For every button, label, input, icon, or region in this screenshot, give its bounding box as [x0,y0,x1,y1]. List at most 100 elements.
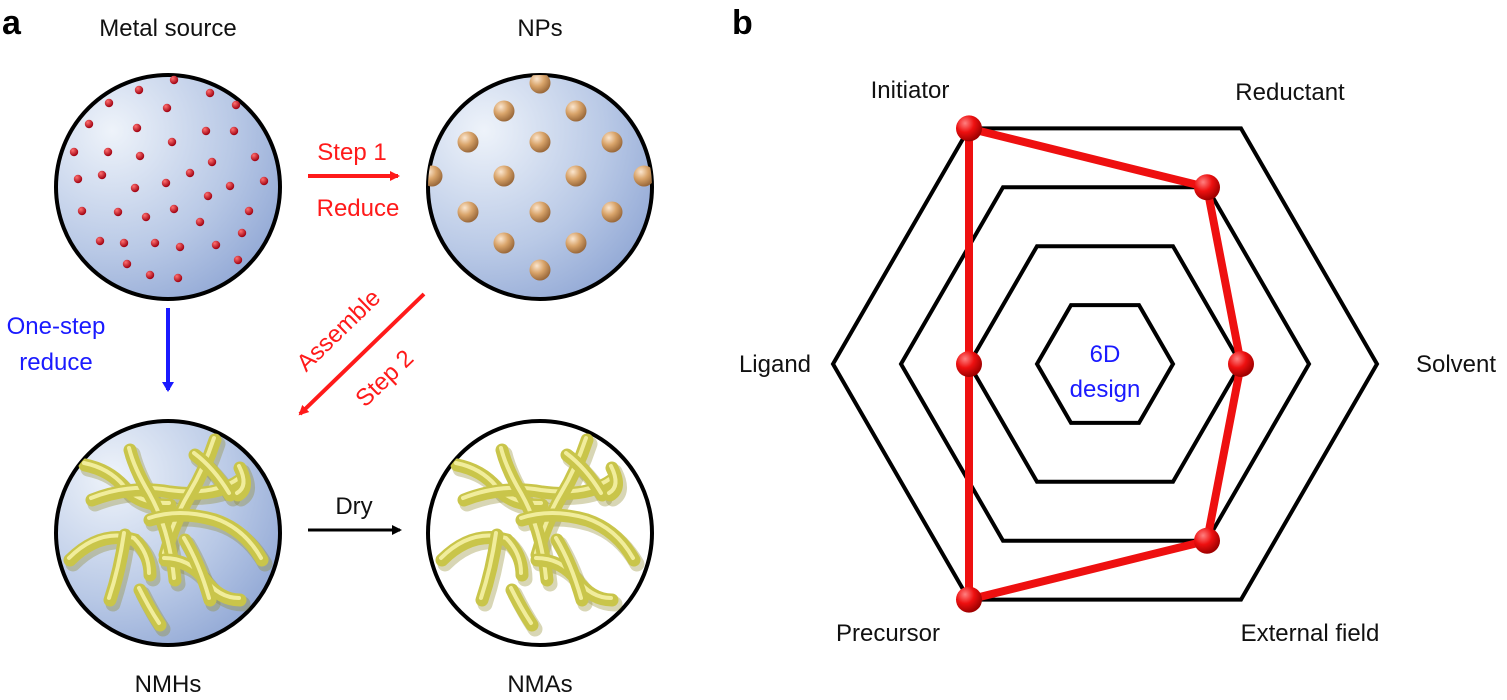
one-step-label-line1: One-step [7,313,106,340]
rod-highlight [564,451,603,495]
nanoparticle [565,232,587,254]
nmas-label: NMAs [507,671,572,698]
center-label-line2: design [1070,376,1141,403]
hexagon-level-4 [830,126,1380,602]
rod-highlight [554,536,583,600]
nps-dish [426,73,654,301]
rod-highlight [607,464,618,495]
metal-source-dish [54,73,282,301]
metal-ion-dot [132,123,142,133]
metal-ion-dot [130,183,140,193]
nanoparticles [428,75,652,281]
metal-ion-dot [150,238,160,248]
metal-ion-dot [103,147,113,157]
nanoparticle [565,165,587,187]
metal-ion-dot [250,152,260,162]
radar-point-ligand [956,351,982,377]
nps-label: NPs [517,15,562,42]
metal-ion-dot [175,242,185,252]
rod-highlight [147,511,263,560]
nanoparticle [529,259,551,281]
radar-point-external-field [1194,527,1220,554]
reduce-label: Reduce [317,195,400,222]
metal-ion-dot [201,126,211,136]
metal-ion-dot [169,75,179,85]
nma-network [435,433,645,637]
nmhs-label: NMHs [135,671,202,698]
rod-highlight [127,446,176,580]
metal-ion-dot [237,228,247,238]
metal-ion-dot [161,178,171,188]
nanoparticle [565,100,587,122]
panel-a: a Metal source NPs Step 1 Reduce Assembl… [2,4,654,698]
hexagon-level-1 [1034,303,1176,425]
nanoparticle [601,201,623,223]
rod-highlight [182,536,211,600]
metal-ion-dot [95,236,105,246]
axis-label-ligand: Ligand [739,351,811,378]
step2-arrow [298,292,426,416]
metal-ion-dots [69,75,269,283]
rod-highlight [67,533,151,575]
metal-ion-dot [162,103,172,113]
metal-ion-dot [113,207,123,217]
metal-source-label: Metal source [99,15,236,42]
rod-highlight [107,531,126,600]
metal-ion-dot [195,217,205,227]
rod-highlight [519,511,635,560]
axis-label-initiator: Initiator [871,77,950,104]
radar-point-precursor [956,586,982,613]
nmhs-dish [54,419,282,647]
metal-ion-dot [207,157,217,167]
metal-ion-dot [169,204,179,214]
one-step-label-line2: reduce [19,349,92,376]
metal-ion-dot [84,119,94,129]
dry-label: Dry [335,493,372,520]
metal-ion-dot [185,168,195,178]
nanoparticle [529,75,551,94]
radar-point-initiator [956,115,982,142]
radar-point-reductant [1194,174,1220,201]
rod-highlight [479,531,498,600]
metal-ion-dot [134,85,144,95]
nanoparticle [457,131,479,153]
metal-ion-dot [167,137,177,147]
nanoparticle [493,232,515,254]
metal-ion-dot [104,98,114,108]
rod-highlight [439,533,523,575]
step1-label: Step 1 [317,139,386,166]
metal-ion-dot [229,126,239,136]
rod-highlight [499,446,548,580]
nanoparticle [457,201,479,223]
nanoparticle [529,201,551,223]
axis-label-reductant: Reductant [1235,79,1345,106]
axis-label-external-field: External field [1241,620,1380,647]
rod-highlight [192,451,231,495]
metal-ion-dot [73,174,83,184]
metal-ion-dot [225,181,235,191]
nanoparticle [601,131,623,153]
axis-label-solvent: Solvent [1416,351,1496,378]
metal-ion-dot [69,147,79,157]
metal-ion-dot [205,88,215,98]
radar-point-solvent [1228,351,1254,377]
metal-ion-dot [203,191,213,201]
metal-ion-dot [141,212,151,222]
metal-ion-dot [77,206,87,216]
radar-polygon [956,115,1254,613]
nanoparticle [493,165,515,187]
metal-ion-dot [259,176,269,186]
metal-ion-dot [231,100,241,110]
metal-ion-dot [211,240,221,250]
rod-highlight [509,586,533,625]
rod-highlight [137,586,161,625]
metal-ion-dot [97,170,107,180]
panel-a-letter: a [2,4,22,42]
metal-ion-dot [244,206,254,216]
nanoparticle [633,165,652,187]
metal-ion-dot [135,151,145,161]
nanoparticle [529,131,551,153]
metal-ion-dot [233,255,243,265]
